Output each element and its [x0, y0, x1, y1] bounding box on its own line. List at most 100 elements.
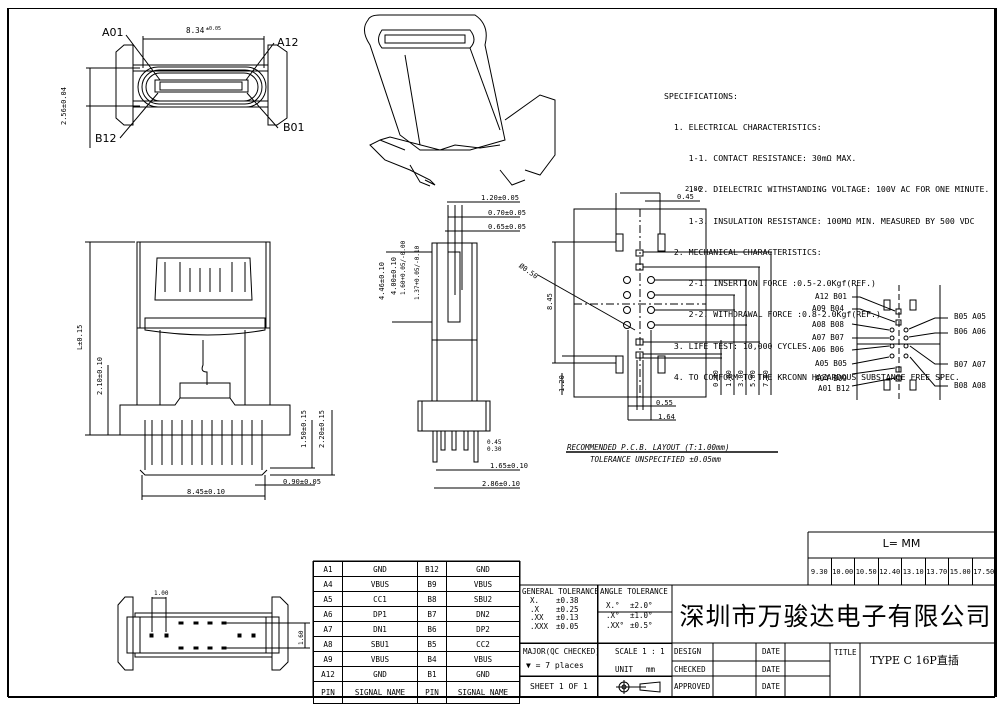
dim-side-4: 0.90±0.05 [283, 478, 321, 486]
header-cell: PIN [417, 681, 447, 704]
tolerance-block: GENERAL TOLERANCE X.±0.38 .X±0.25 .XX±0.… [520, 585, 672, 697]
tol-key: .XXX [530, 621, 549, 631]
dim-width-tol: ±0.05 [206, 26, 222, 32]
spec-line: 3. LIFE TEST: 10,000 CYCLES. [664, 340, 812, 351]
spec-line: 2-2. WITHDRAWAL FORCE :0.8-2.0Kgf(REF.) [664, 309, 881, 320]
pin-cell: A4 [313, 576, 343, 592]
dim-sec-7: 1.37+0.05/-0.10 [414, 245, 421, 300]
tol-val: ±0.05 [556, 621, 579, 631]
pin-cell: B12 [417, 561, 447, 577]
pin-cell: A9 [313, 651, 343, 667]
approved-label: APPROVED [674, 682, 711, 691]
checked-label: CHECKED [674, 665, 706, 674]
header-cell: SIGNAL NAME [342, 681, 418, 704]
pin-cell: B4 [417, 651, 447, 667]
bottom-dim-2: 1.60 [298, 630, 305, 645]
dim-sec-9: 0.30 [487, 446, 502, 453]
tol-val: ±0.13 [556, 613, 579, 622]
section-view [386, 201, 520, 489]
pcb-dim-100: 1.00 [725, 370, 733, 387]
bottom-dim-1: 1.00 [154, 590, 169, 597]
unit-value: mm [646, 665, 656, 674]
length-value: 12.40 [879, 558, 902, 585]
pcb-dim-bottom: 1.20 [558, 375, 566, 392]
pin-cell: A6 [313, 606, 343, 622]
label-b01: B01 [283, 121, 305, 134]
length-value: 10.50 [855, 558, 879, 585]
spec-line: 1-1. CONTACT RESISTANCE: 30mΩ MAX. [664, 153, 857, 164]
signal-cell: GND [342, 666, 418, 682]
signal-cell: DN1 [342, 621, 418, 637]
dim-height: 2.56±0.04 [60, 87, 68, 125]
angle-val: ±0.5° [630, 621, 653, 630]
signal-cell: SBU1 [342, 636, 418, 652]
signal-cell: GND [446, 561, 520, 577]
front-view [86, 34, 288, 148]
pin-label-left: A08 B08 [812, 320, 845, 329]
tol-key: .X [530, 604, 540, 614]
pin-cell: A7 [313, 621, 343, 637]
spec-line: 2. MECHANICAL CHARACTERISTICS: [664, 246, 822, 257]
isometric-view [364, 14, 556, 187]
signal-cell: DN2 [446, 606, 520, 622]
spec-line: 1-3. INSULATION RESISTANCE: 100MΩ MIN. M… [664, 215, 975, 226]
spec-line: 4. TO CONFORM TO THE KRCONN HAZARDOUS SU… [664, 371, 960, 382]
signal-cell: VBUS [342, 651, 418, 667]
scale-label: SCALE 1 : 1 [615, 647, 665, 656]
pin-cell: B1 [417, 666, 447, 682]
pcb-dim-700: 7.00 [762, 370, 770, 387]
length-value: 10.00 [832, 558, 855, 585]
pcb-layout-title: RECOMMENDED P.C.B. LAYOUT (T:1.00mm) [567, 443, 730, 452]
pin-label-left: A01 B12 [818, 384, 851, 393]
pcb-dim-164: 1.64 [658, 413, 675, 421]
length-value: 13.70 [926, 558, 949, 585]
places-label: ▼ = 7 places [526, 661, 584, 670]
dim-side-3: 2.20±0.15 [318, 410, 326, 448]
tol-key: .XX [530, 613, 544, 622]
length-value: 15.00 [949, 558, 973, 585]
pcb-tolerance: TOLERANCE UNSPECIFIED ±0.05mm [590, 455, 721, 464]
pin-cell: A1 [313, 561, 343, 577]
pcb-dim-055: 0.55 [656, 399, 673, 407]
signal-cell: CC2 [446, 636, 520, 652]
projection-symbol-icon [616, 680, 661, 694]
signal-cell: VBUS [342, 576, 418, 592]
signal-cell: GND [446, 666, 520, 682]
title-value: TYPE C 16P直插 [870, 654, 959, 667]
length-table: L= MM 9.30 10.00 10.50 12.40 13.10 13.70… [808, 532, 995, 585]
pin-label-left: A07 B07 [812, 333, 845, 342]
pin-cell: A8 [313, 636, 343, 652]
pin-cell: B7 [417, 606, 447, 622]
pin-diagram [851, 285, 948, 400]
spec-line: 2-1. INSERTION FORCE :0.5-2.0Kgf(REF.) [664, 278, 876, 289]
dim-width: 8.34 [186, 26, 205, 35]
length-value: 17.50 [973, 567, 995, 576]
dim-sec-4: 4.46±0.10 [378, 262, 386, 300]
signal-cell: DP2 [446, 621, 520, 637]
date-label: DATE [762, 682, 781, 691]
signal-cell: VBUS [446, 576, 520, 592]
pcb-dim-top-w: 2.86 [685, 185, 702, 193]
spec-heading: SPECIFICATIONS: [664, 90, 738, 101]
length-header: L= MM [882, 537, 921, 550]
pin-cell: B8 [417, 591, 447, 607]
label-b12: B12 [95, 132, 117, 145]
tol-val: ±0.25 [556, 604, 579, 614]
dim-sec-11: 2.86±0.10 [482, 480, 520, 488]
bottom-view [117, 596, 310, 671]
design-label: DESIGN [674, 647, 702, 656]
pin-label-right: B08 A08 [954, 381, 987, 390]
pcb-dim-height: 8.45 [546, 293, 554, 310]
pcb-dim-040: 0.40 [712, 370, 720, 387]
side-view [85, 241, 335, 500]
angle-key: X.° [606, 601, 620, 610]
